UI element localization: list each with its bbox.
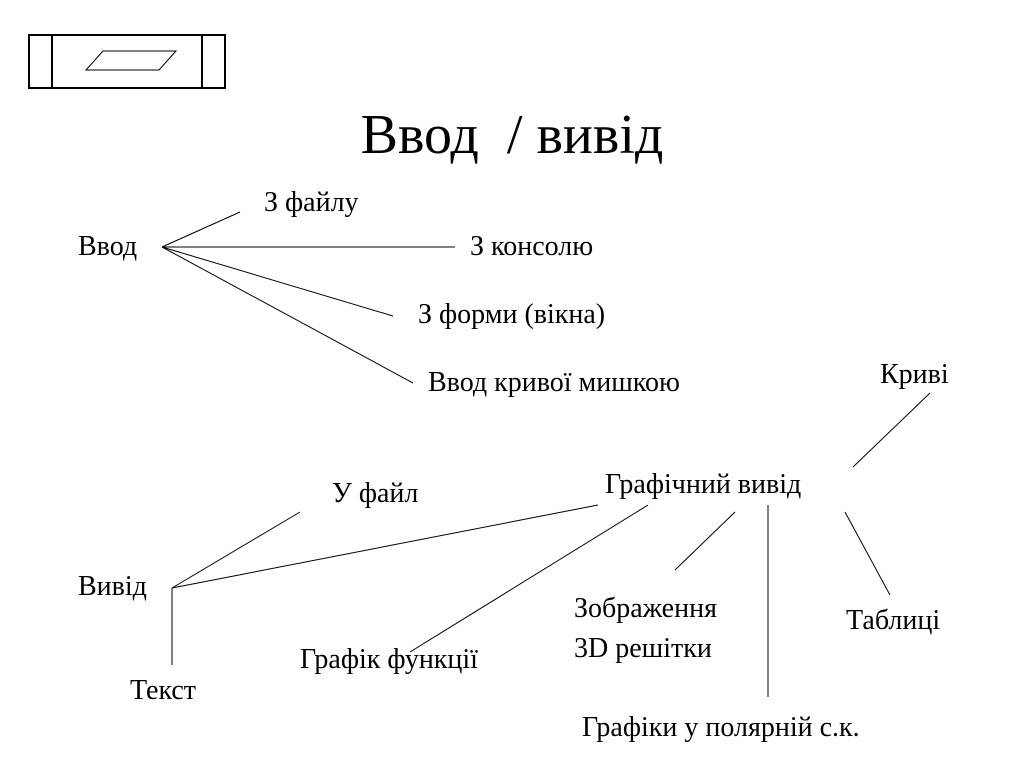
input-console-label: З консолю <box>470 231 594 262</box>
connector-output-graphic <box>171 504 599 589</box>
output-text-label: Текст <box>130 675 197 706</box>
input-form-label: З форми (вікна) <box>418 299 606 330</box>
connector-input-file <box>161 211 241 248</box>
output-root-label: Вивід <box>78 571 147 602</box>
input-mouse-curve-label: Ввод кривої мишкою <box>428 367 680 398</box>
page-title: Ввод / вивід <box>360 104 664 166</box>
input-root-label: Ввод <box>78 231 138 262</box>
input-file-label: З файлу <box>264 187 359 218</box>
curves-label: Криві <box>880 359 949 390</box>
tables-label: Таблиці <box>846 605 941 636</box>
function-graph-label: Графік функції <box>300 644 478 675</box>
connector-graphic-image <box>674 511 736 571</box>
connector-output-file <box>171 511 301 589</box>
connector-graphic-function <box>409 504 649 653</box>
polar-graphs-label: Графіки у полярній с.к. <box>582 712 860 743</box>
connector-graphic-curves <box>852 392 931 468</box>
graphic-output-label: Графічний вивід <box>605 469 802 500</box>
image-3d-grid-label-line2: 3D решітки <box>574 633 712 664</box>
connector-graphic-tables <box>844 511 891 596</box>
connector-input-form <box>161 246 394 317</box>
output-file-label: У файл <box>332 478 419 509</box>
connector-input-mouse <box>161 246 414 384</box>
io-flowchart-symbol-icon <box>28 34 226 89</box>
image-3d-grid-label-line1: Зображення <box>574 593 717 624</box>
